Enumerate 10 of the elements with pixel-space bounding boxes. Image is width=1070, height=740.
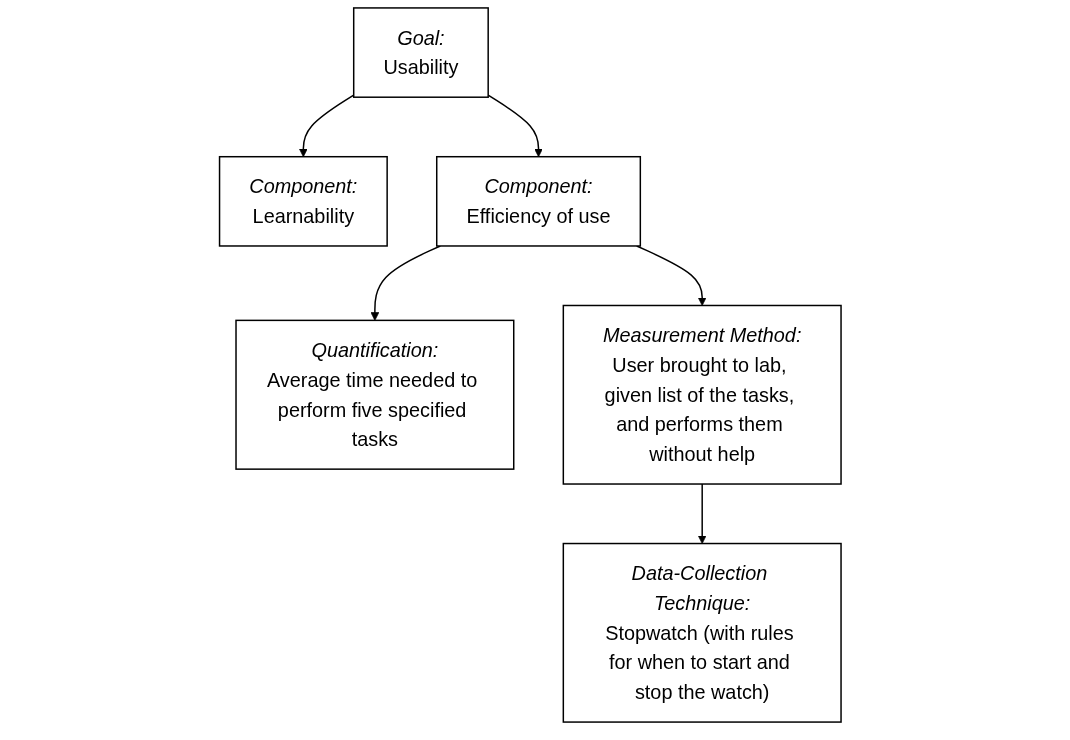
node-box: Quantification: Average time needed to perform five specified tasks [234,319,515,470]
node-box: Measurement Method: User brought to lab, given list of the tasks, and performs them without help [562,304,842,485]
arrow [370,245,441,321]
arrow [697,483,707,544]
arrow [635,245,707,306]
node-box: Goal: Usability [352,7,489,98]
node-box: Component: Learnability [218,155,388,247]
node-box: Component: Efficiency of use [435,155,641,247]
arrow [487,94,543,158]
node-box: Data-Collection Technique: Stopwatch (with rules for when to start and stop the watch) [562,542,842,723]
